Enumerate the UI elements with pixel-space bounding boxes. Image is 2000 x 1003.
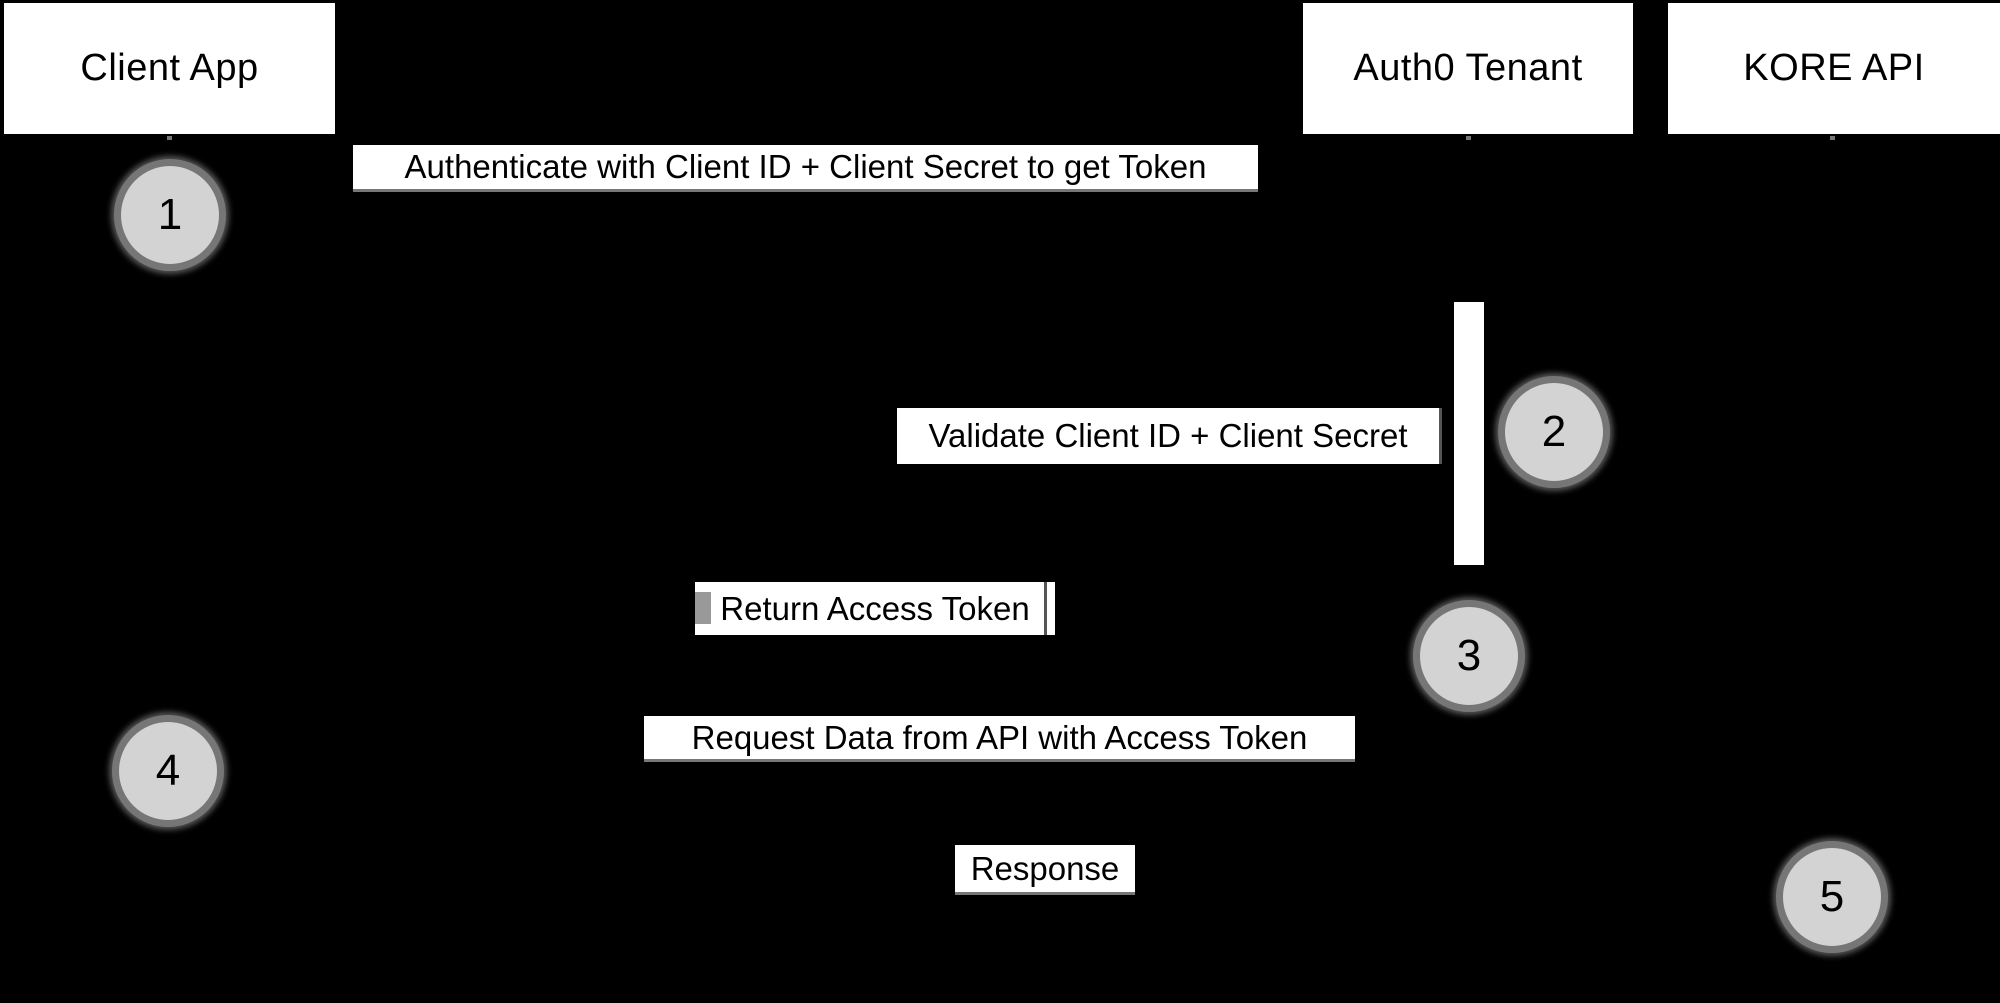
step-circle-2: 2 <box>1498 376 1610 488</box>
step-number-4: 4 <box>155 746 181 795</box>
actor-label-auth0-tenant: Auth0 Tenant <box>1353 47 1583 89</box>
message-text-validate: Validate Client ID + Client Secret <box>928 417 1408 454</box>
actor-label-client-app: Client App <box>80 47 259 89</box>
actor-box-client-app: Client App <box>4 3 335 134</box>
step-number-3: 3 <box>1456 631 1482 680</box>
activation-bar-auth0 <box>1454 302 1484 565</box>
arrowhead-icon <box>695 592 711 624</box>
step-circle-4: 4 <box>112 715 224 827</box>
step-circle-5: 5 <box>1776 841 1888 953</box>
lifeline-dot-kore-api <box>1830 136 1835 140</box>
message-text-response: Response <box>970 849 1120 887</box>
lifeline-dot-client-app <box>167 136 172 140</box>
message-text-return-token: Return Access Token <box>720 589 1030 627</box>
step-circle-3: 3 <box>1413 600 1525 712</box>
message-text-request-data: Request Data from API with Access Token <box>691 718 1308 756</box>
message-label-return-token: Return Access Token <box>695 582 1055 635</box>
lifeline-crossing-line <box>1044 582 1047 635</box>
message-label-authenticate: Authenticate with Client ID + Client Sec… <box>353 145 1258 192</box>
message-label-response: Response <box>955 845 1135 895</box>
message-label-request-data: Request Data from API with Access Token <box>644 716 1355 762</box>
lifeline-dot-auth0-tenant <box>1466 136 1471 140</box>
step-number-1: 1 <box>157 190 183 239</box>
message-text-authenticate: Authenticate with Client ID + Client Sec… <box>404 148 1207 185</box>
actor-box-auth0-tenant: Auth0 Tenant <box>1303 3 1633 134</box>
message-label-validate: Validate Client ID + Client Secret <box>897 408 1442 464</box>
step-number-2: 2 <box>1541 407 1567 456</box>
step-number-5: 5 <box>1819 872 1845 921</box>
actor-box-kore-api: KORE API <box>1668 3 2000 134</box>
actor-label-kore-api: KORE API <box>1743 47 1925 89</box>
step-circle-1: 1 <box>114 159 226 271</box>
